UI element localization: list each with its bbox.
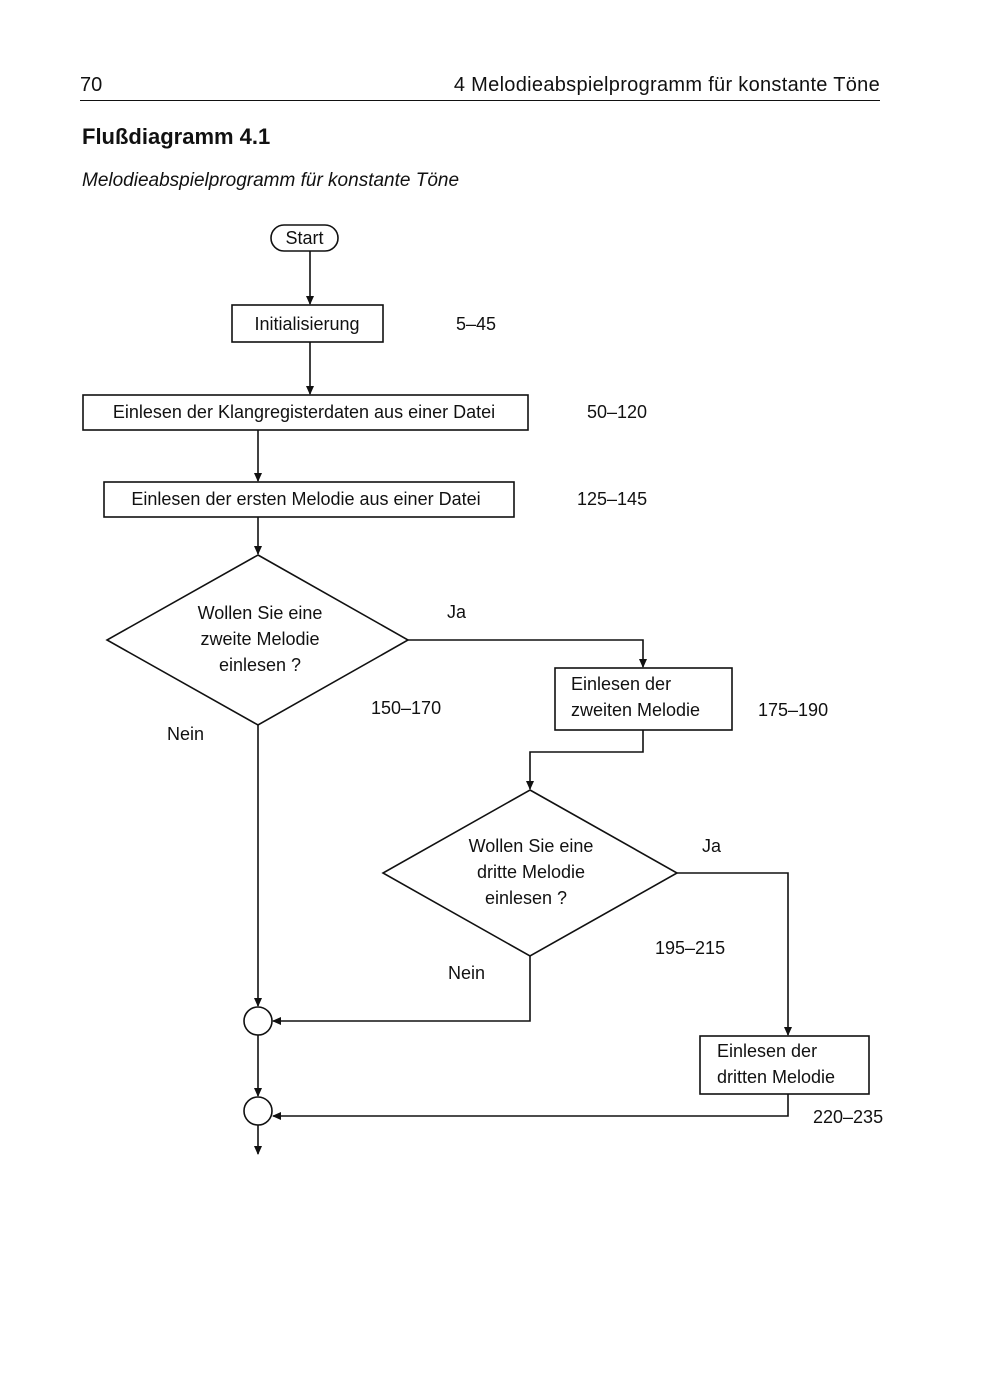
decision-third-line1: Wollen Sie eine	[469, 836, 594, 856]
junction-connector-2	[243, 1096, 273, 1126]
decision-second-line3: einlesen ?	[219, 655, 301, 675]
read-second-line1: Einlesen der	[571, 674, 671, 694]
decision-second-line2: zweite Melodie	[200, 629, 319, 649]
read-first-line-numbers: 125–145	[577, 489, 647, 509]
read-sound-box	[82, 394, 529, 431]
arrow-read-second-decision-third	[526, 730, 644, 790]
page-number: 70	[80, 74, 103, 96]
decision-third-no-label: Nein	[448, 963, 485, 983]
figure-subtitle: Melodieabspielprogramm für konstante Tön…	[82, 170, 460, 191]
read-third-line1: Einlesen der	[717, 1041, 817, 1061]
read-second-line2: zweiten Melodie	[571, 700, 700, 720]
read-third-line2: dritten Melodie	[717, 1067, 835, 1087]
read-sound-label: Einlesen der Klangregisterdaten aus eine…	[113, 402, 495, 422]
read-first-box	[103, 481, 515, 518]
init-label: Initialisierung	[254, 314, 359, 334]
decision-third-yes-label: Ja	[702, 836, 722, 856]
arrow-read-third-connector-2	[272, 1094, 789, 1120]
decision-second-line1: Wollen Sie eine	[198, 603, 323, 623]
junction-connector-1	[243, 1006, 273, 1036]
arrow-decision-second-yes	[408, 639, 647, 668]
arrow-decision-third-no	[272, 956, 531, 1025]
decision-second-line-numbers: 150–170	[371, 698, 441, 718]
read-second-line-numbers: 175–190	[758, 700, 828, 720]
init-box	[231, 304, 384, 343]
decision-third-line3: einlesen ?	[485, 888, 567, 908]
init-line-numbers: 5–45	[456, 314, 496, 334]
figure-title: Flußdiagramm 4.1	[82, 124, 271, 149]
arrow-decision-third-yes	[677, 872, 792, 1036]
start-terminal	[270, 224, 339, 252]
decision-third-line-numbers: 195–215	[655, 938, 725, 958]
read-third-line-numbers: 220–235	[813, 1107, 883, 1127]
start-label: Start	[285, 228, 323, 248]
read-first-label: Einlesen der ersten Melodie aus einer Da…	[131, 489, 480, 509]
decision-third-line2: dritte Melodie	[477, 862, 585, 882]
decision-second-yes-label: Ja	[447, 602, 467, 622]
read-sound-line-numbers: 50–120	[587, 402, 647, 422]
read-second-box	[554, 667, 733, 731]
header-rule	[80, 100, 880, 101]
running-head: 4 Melodieabspielprogramm für konstante T…	[453, 74, 880, 96]
read-third-box	[699, 1035, 870, 1095]
decision-second-no-label: Nein	[167, 724, 204, 744]
